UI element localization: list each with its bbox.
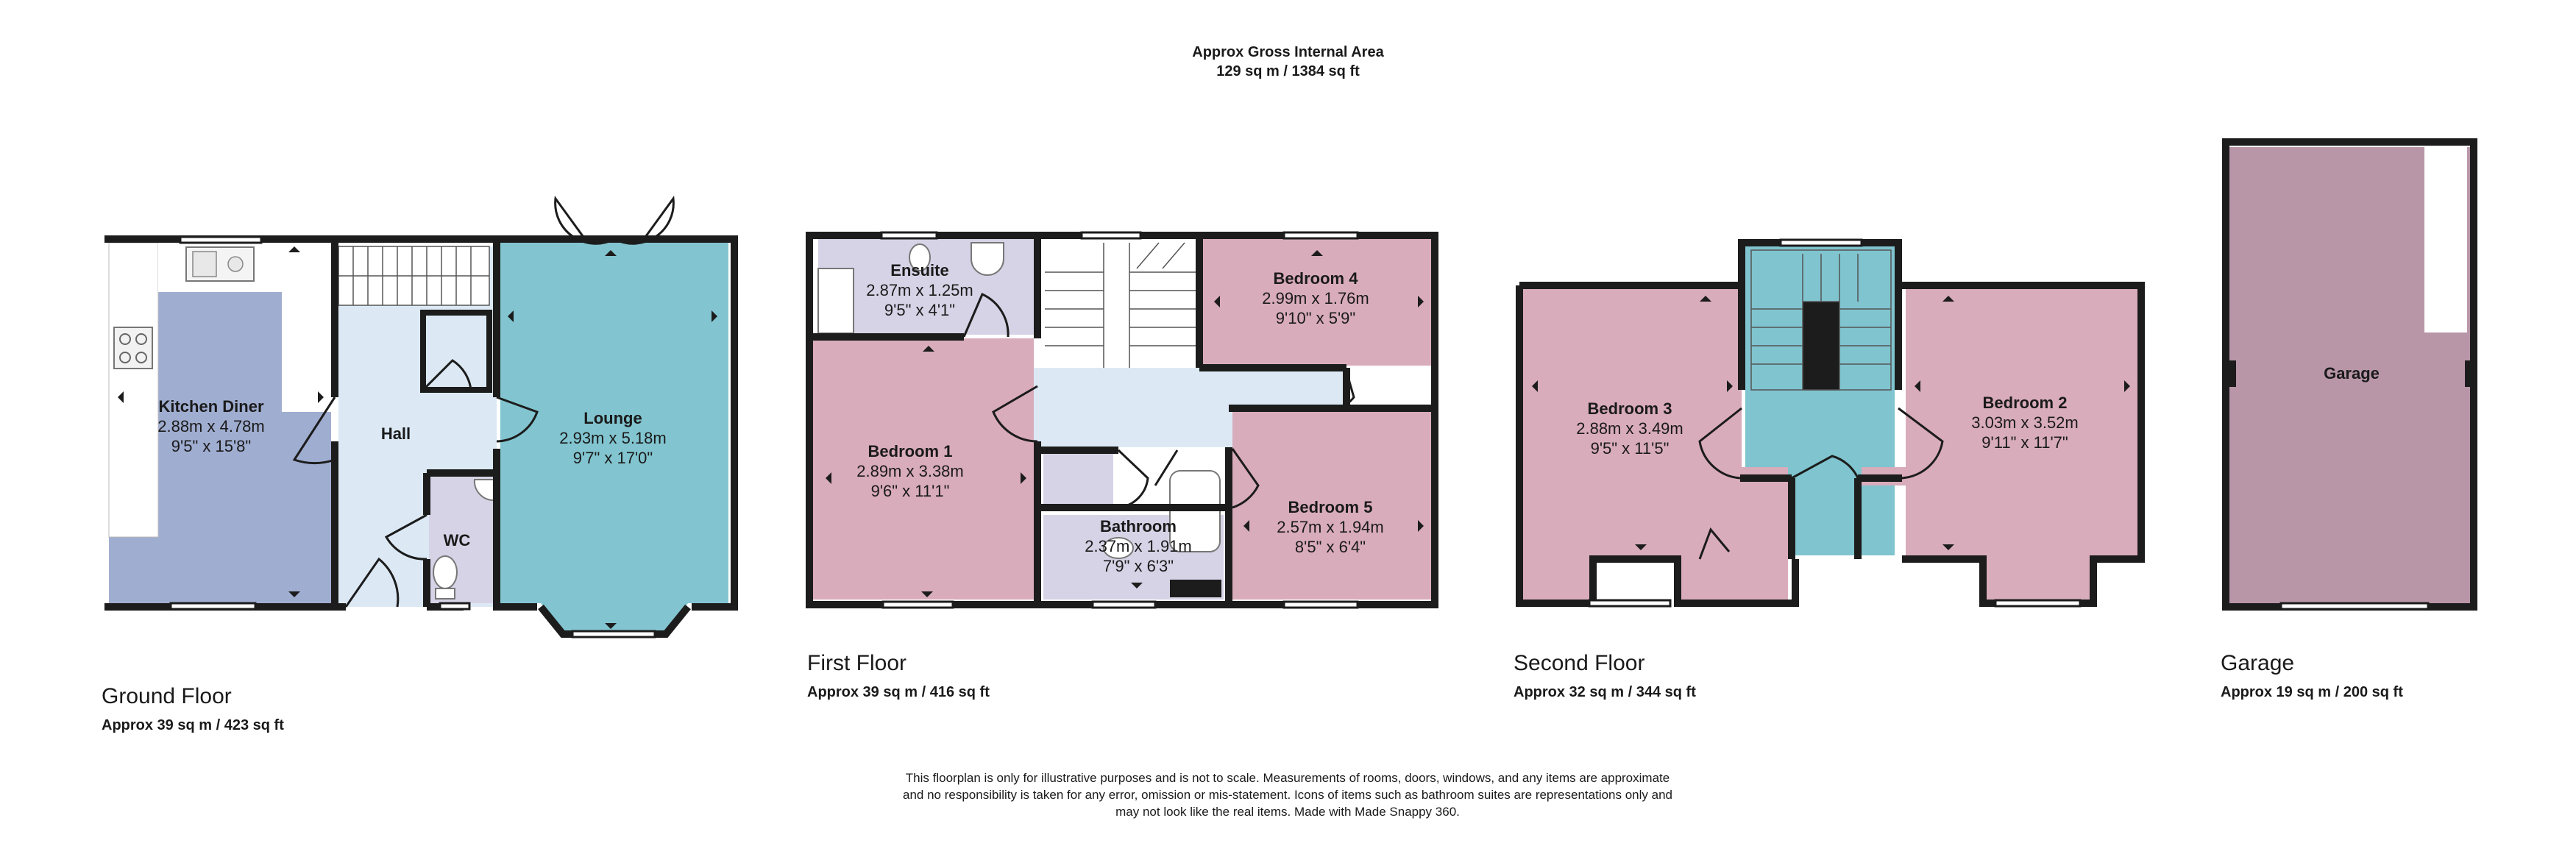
kitchen-right-worktop bbox=[282, 292, 331, 412]
bedroom5-label: Bedroom 5 bbox=[1288, 498, 1373, 516]
wc-label: WC bbox=[444, 531, 471, 549]
bedroom1-metric: 2.89m x 3.38m bbox=[856, 462, 964, 480]
ground-floor-windows bbox=[169, 235, 656, 639]
kitchen-hob-icon bbox=[113, 327, 153, 369]
garage-walls bbox=[2222, 138, 2477, 611]
kitchen-worktop-left bbox=[108, 242, 159, 538]
ground-floor-plan: Kitchen Diner 2.88m x 4.78m 9'5" x 15'8"… bbox=[104, 195, 738, 639]
first-floor-radiators bbox=[826, 250, 1424, 597]
first-floor-walls bbox=[806, 232, 1438, 608]
second-floor-radiators bbox=[1532, 296, 2130, 550]
bathroom-label: Bathroom bbox=[1100, 517, 1177, 536]
bedroom2-imperial: 9'11" x 11'7" bbox=[1981, 433, 2068, 452]
ground-floor-doors bbox=[292, 195, 675, 608]
bedroom2-label: Bedroom 2 bbox=[1983, 394, 2068, 412]
first-floor-windows bbox=[880, 231, 1359, 609]
ensuite-imperial: 9'5" x 4'1" bbox=[884, 301, 955, 319]
bathroom-toilet-icon bbox=[1103, 537, 1134, 559]
bedroom5-imperial: 8'5" x 6'4" bbox=[1295, 538, 1366, 556]
gross-area-header: Approx Gross Internal Area 129 sq m / 13… bbox=[0, 43, 2576, 81]
ground-floor-title: Ground Floor bbox=[102, 684, 232, 708]
disclaimer-line-3: may not look like the real items. Made w… bbox=[1115, 805, 1460, 819]
bedroom3-label: Bedroom 3 bbox=[1588, 399, 1672, 418]
bedroom3-imperial: 9'5" x 11'5" bbox=[1591, 439, 1670, 458]
second-floor-windows bbox=[1588, 238, 2082, 608]
bathroom-imperial: 7'9" x 6'3" bbox=[1103, 557, 1174, 575]
bedroom4-imperial: 9'10" x 5'9" bbox=[1276, 309, 1355, 327]
ground-floor-radiators bbox=[118, 246, 717, 629]
bedroom5-room bbox=[1232, 408, 1431, 600]
bedroom2-room bbox=[1862, 289, 2137, 600]
ground-floor-walls bbox=[104, 235, 738, 638]
disclaimer-line-2: and no responsibility is taken for any e… bbox=[903, 788, 1672, 802]
lounge-label: Lounge bbox=[583, 409, 642, 427]
second-floor-title: Second Floor bbox=[1514, 651, 1645, 675]
first-floor-area: Approx 39 sq m / 416 sq ft bbox=[807, 684, 990, 700]
garage-title: Garage bbox=[2221, 651, 2295, 675]
gross-area-title: Approx Gross Internal Area bbox=[1192, 44, 1384, 60]
kitchen-sink-icon bbox=[185, 246, 255, 282]
garage-area: Approx 19 sq m / 200 sq ft bbox=[2221, 684, 2403, 700]
bedroom1-imperial: 9'6" x 11'1" bbox=[871, 482, 950, 500]
first-landing-stairs bbox=[1037, 239, 1199, 368]
kitchen-label: Kitchen Diner bbox=[158, 397, 263, 416]
garage-plan: Garage bbox=[2222, 138, 2477, 611]
first-floor-title: First Floor bbox=[807, 651, 906, 675]
first-floor-doors bbox=[962, 292, 1355, 509]
disclaimer-line-1: This floorplan is only for illustrative … bbox=[905, 771, 1670, 785]
bedroom4-metric: 2.99m x 1.76m bbox=[1262, 289, 1369, 307]
ensuite-label: Ensuite bbox=[890, 261, 948, 280]
bathroom-metric: 2.37m x 1.91m bbox=[1085, 537, 1192, 555]
bedroom2-metric: 3.03m x 3.52m bbox=[1971, 413, 2079, 432]
ground-floor-area: Approx 39 sq m / 423 sq ft bbox=[102, 717, 284, 733]
bedroom3-room bbox=[1523, 289, 1788, 600]
hall-label: Hall bbox=[381, 424, 411, 443]
second-floor-doors bbox=[1698, 407, 1944, 560]
garage-pier-left bbox=[2226, 360, 2236, 387]
bedroom1-cupboard bbox=[1043, 452, 1113, 504]
first-floor-plan: Ensuite 2.87m x 1.25m 9'5" x 4'1" Bedroo… bbox=[806, 231, 1438, 609]
lounge-bay bbox=[541, 603, 688, 633]
gross-area-value: 129 sq m / 1384 sq ft bbox=[1216, 63, 1360, 79]
second-floor-plan: Bedroom 3 2.88m x 3.49m 9'5" x 11'5" Bed… bbox=[1516, 238, 2145, 608]
lounge-imperial: 9'7" x 17'0" bbox=[573, 449, 653, 467]
kitchen-imperial: 9'5" x 15'8" bbox=[171, 437, 251, 455]
second-floor-area: Approx 32 sq m / 344 sq ft bbox=[1514, 684, 1696, 700]
toilet-icon bbox=[433, 555, 458, 600]
ensuite-metric: 2.87m x 1.25m bbox=[866, 281, 973, 299]
ensuite-toilet-icon bbox=[909, 243, 931, 271]
garage-pier-right bbox=[2465, 360, 2475, 387]
ensuite-shower bbox=[817, 268, 854, 334]
lounge-room bbox=[500, 243, 728, 603]
garage-label: Garage bbox=[2324, 364, 2380, 383]
hall-staircase bbox=[338, 246, 490, 306]
ensuite-basin-icon bbox=[971, 242, 1004, 276]
second-floor-staircase bbox=[1750, 249, 1892, 391]
bedroom1-label: Bedroom 1 bbox=[868, 442, 953, 460]
kitchen-metric: 2.88m x 4.78m bbox=[157, 417, 265, 435]
bedroom1-room bbox=[813, 338, 1034, 600]
hall-cupboard bbox=[420, 310, 492, 393]
bedroom5-metric: 2.57m x 1.94m bbox=[1277, 518, 1384, 536]
bedroom3-metric: 2.88m x 3.49m bbox=[1576, 419, 1683, 438]
bedroom4-room bbox=[1203, 239, 1431, 366]
garage-door bbox=[2279, 602, 2430, 611]
garage-storage-area bbox=[2424, 147, 2467, 332]
lounge-metric: 2.93m x 5.18m bbox=[559, 429, 667, 447]
second-floor-walls bbox=[1516, 239, 2145, 607]
bedroom4-label: Bedroom 4 bbox=[1274, 269, 1359, 288]
first-floor-staircase bbox=[1045, 242, 1196, 368]
disclaimer: This floorplan is only for illustrative … bbox=[736, 769, 1839, 820]
